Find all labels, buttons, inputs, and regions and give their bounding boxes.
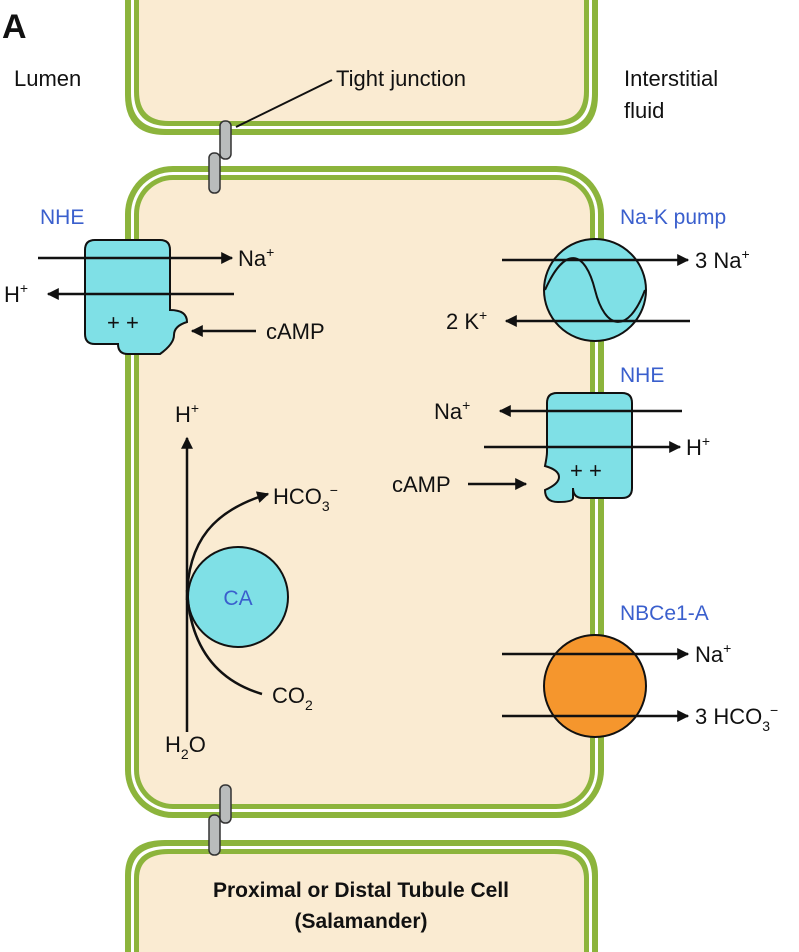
nbce1-a-transporter [543,634,647,738]
nbce1-a-title: NBCe1-A [620,602,709,625]
panel-label: A [2,8,27,46]
nbce1-a-hco3-label: 3 HCO3− [695,702,778,734]
bottom-neighbor-cell [125,840,598,952]
na-k-pump-title: Na-K pump [620,206,726,229]
interstitial-label-line2: fluid [624,98,664,123]
ca-water-label: H2O [165,732,206,762]
basolateral-nhe-title: NHE [620,364,664,387]
ca-bicarbonate-label: HCO3− [273,482,338,514]
interstitial-label-line1: Interstitial [624,66,718,91]
apical-nhe-h-label: H+ [4,280,28,307]
basolateral-nhe-charge: + + [570,458,602,483]
tight-junction-bottom [208,784,232,856]
na-k-pump-sine [544,257,646,323]
basolateral-nhe-camp-label: cAMP [392,472,451,497]
cell-caption-line1: Proximal or Distal Tubule Cell [213,879,509,902]
bicarbonate-arrow [185,491,270,601]
top-neighbor-cell [125,0,598,135]
co2-curve [185,589,263,696]
cell-caption-line2: (Salamander) [294,910,427,933]
apical-nhe-camp-label: cAMP [266,319,325,344]
ca-label: CA [223,587,252,610]
na-k-pump-na-label: 3 Na+ [695,246,750,273]
tight-junction-top [208,120,232,194]
apical-nhe-title: NHE [40,206,84,229]
nbce1-a-na-label: Na+ [695,640,731,667]
ca-co2-label: CO2 [272,683,313,713]
basolateral-nhe-h-label: H+ [686,433,710,460]
apical-nhe-transporter [84,239,189,355]
basolateral-nhe-na-label: Na+ [434,397,470,424]
apical-nhe-charge: + + [107,310,139,335]
tight-junction-leader [235,79,333,128]
nbce1-a: NBCe1-A Na+ 3 HCO3− [502,602,778,738]
carbonic-anhydrase: CA H+ HCO3− CO2 H2O [165,400,338,762]
ca-proton-label: H+ [175,400,199,427]
apical-nhe-na-label: Na+ [238,244,274,271]
tight-junction-label: Tight junction [336,66,466,91]
na-k-pump-k-label: 2 K+ [446,307,487,334]
na-k-pump: Na-K pump 3 Na+ 2 K+ [446,206,750,342]
basolateral-nhe: NHE + + Na+ H+ cAMP [392,364,710,504]
lumen-label: Lumen [14,66,81,91]
main-cell [125,166,604,818]
apical-nhe: NHE + + Na+ H+ cAMP [4,206,325,355]
